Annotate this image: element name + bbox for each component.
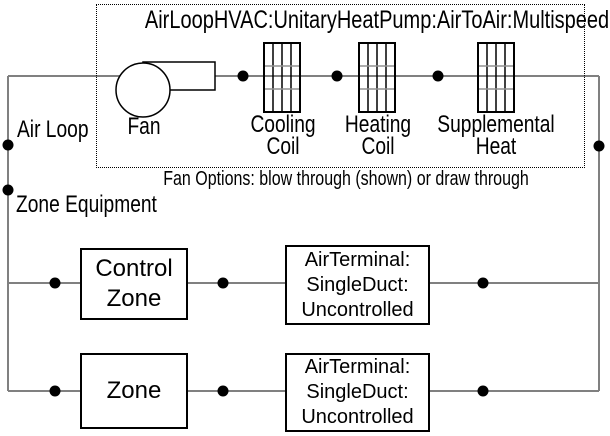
air-terminal-2-line1: AirTerminal: xyxy=(304,356,411,378)
heating-coil-label-line2: Coil xyxy=(361,133,395,160)
air-terminal-2-line2: SingleDuct: xyxy=(306,381,409,403)
fan-options-note: Fan Options: blow through (shown) or dra… xyxy=(163,168,529,190)
supplemental-heat-label-line1: Supplemental xyxy=(437,111,555,138)
connection-node-dot xyxy=(2,184,14,196)
air-terminal-1-line2: SingleDuct: xyxy=(306,273,409,296)
control-zone-label-line1: Control xyxy=(95,255,173,282)
control-zone-label-line2: Zone xyxy=(106,285,162,312)
zone-box: Zone xyxy=(80,353,188,429)
connection-node-dot xyxy=(49,277,61,289)
connection-node-dot xyxy=(432,70,444,82)
unitary-system-boundary xyxy=(96,4,585,168)
cooling-coil-icon xyxy=(263,42,301,113)
heating-coil-icon xyxy=(358,42,396,113)
air-terminal-1-line1: AirTerminal: xyxy=(304,248,411,271)
cooling-coil-label-line2: Coil xyxy=(266,133,300,160)
air-terminal-box-2: AirTerminal: SingleDuct: Uncontrolled xyxy=(285,353,430,432)
fan-label: Fan xyxy=(127,113,161,140)
zone-equipment-label: Zone Equipment xyxy=(16,191,157,218)
air-terminal-2-line3: Uncontrolled xyxy=(301,406,414,428)
connection-node-dot xyxy=(217,385,229,397)
cooling-coil-label-line1: Cooling xyxy=(250,111,316,138)
connection-node-dot xyxy=(217,277,229,289)
connection-node-dot xyxy=(593,140,605,152)
heating-coil-label-line1: Heating xyxy=(344,111,412,138)
control-zone-box: Control Zone xyxy=(80,248,188,320)
connection-node-dot xyxy=(237,70,249,82)
connection-node-dot xyxy=(331,70,343,82)
connection-node-dot xyxy=(2,139,14,151)
connection-node-dot xyxy=(49,385,61,397)
supplemental-heat-coil-icon xyxy=(477,42,515,113)
air-terminal-box-1: AirTerminal: SingleDuct: Uncontrolled xyxy=(285,245,430,325)
connection-node-dot xyxy=(477,385,489,397)
supplemental-heat-label: Supplemental Heat xyxy=(432,111,560,160)
zone-label-line1: Zone xyxy=(106,377,162,404)
connection-node-dot xyxy=(477,277,489,289)
air-terminal-1-line3: Uncontrolled xyxy=(301,298,414,321)
fan-icon xyxy=(115,61,216,118)
connection-nodes xyxy=(2,70,605,397)
air-loop-label: Air Loop xyxy=(17,116,89,143)
cooling-coil-label: Cooling Coil xyxy=(243,111,323,160)
supplemental-heat-label-line2: Heat xyxy=(475,133,517,160)
unitary-system-title: AirLoopHVAC:UnitaryHeatPump:AirToAir:Mul… xyxy=(144,6,610,34)
heating-coil-label: Heating Coil xyxy=(338,111,418,160)
